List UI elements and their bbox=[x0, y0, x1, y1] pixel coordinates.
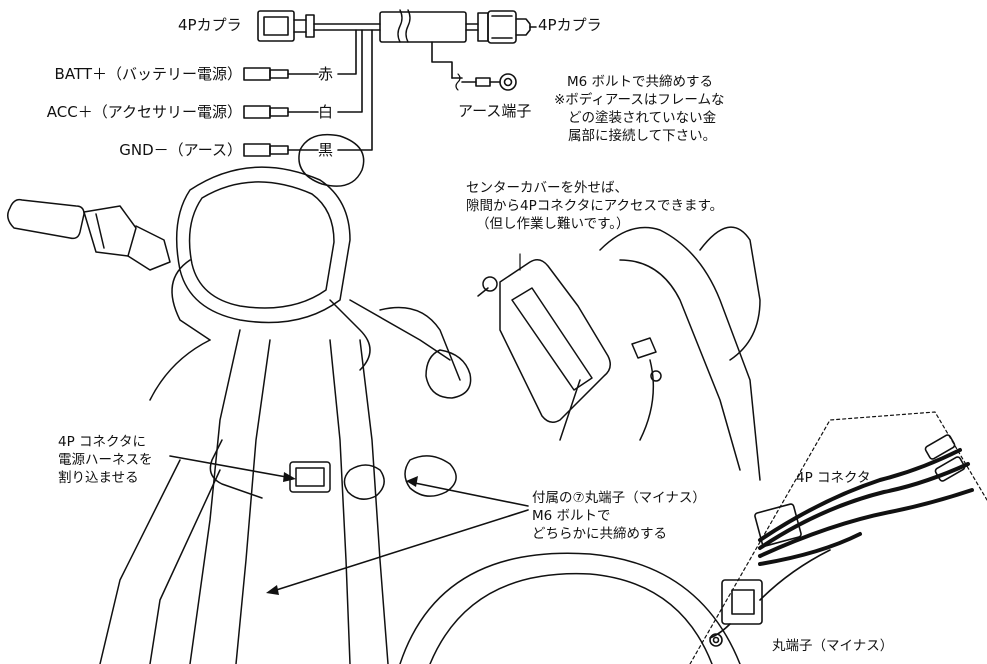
left-callout-1: 4P コネクタに bbox=[58, 434, 146, 450]
earth-terminal-label: アース端子 bbox=[458, 102, 532, 120]
batt-terminal-icon bbox=[243, 67, 319, 81]
left-callout-2: 電源ハーネスを bbox=[58, 452, 153, 468]
body-earth-note-3: 属部に接続して下さい。 bbox=[568, 128, 717, 144]
color-black-label: 黒 bbox=[318, 141, 334, 159]
bolt-note: M6 ボルトで共締めする bbox=[567, 74, 714, 90]
batt-label: BATT＋（バッテリー電源） bbox=[54, 65, 242, 83]
right-callout-1: 付属の⑦丸端子（マイナス） bbox=[532, 490, 706, 506]
right-coupler-label: 4Pカプラ bbox=[538, 16, 602, 34]
arrow-heads bbox=[266, 472, 418, 595]
earth-ring-terminal-icon bbox=[461, 73, 517, 91]
right-callout-3: どちらかに共締めする bbox=[532, 526, 667, 542]
center-cover-note-1: センターカバーを外せば、 bbox=[466, 180, 628, 196]
acc-terminal-icon bbox=[243, 105, 319, 119]
right-coupler-icon bbox=[477, 10, 537, 44]
leader-lines bbox=[169, 253, 529, 593]
inset-connector-label: 4P コネクタ bbox=[796, 470, 871, 486]
color-white-label: 白 bbox=[318, 103, 334, 121]
left-coupler-label: 4Pカプラ bbox=[178, 16, 242, 34]
motorcycle-illustration bbox=[7, 133, 741, 664]
inset-terminal-label: 丸端子（マイナス） bbox=[772, 638, 894, 654]
left-callout-3: 割り込ませる bbox=[58, 470, 139, 486]
center-cover-note-2: 隙間から4Pコネクタにアクセスできます。 bbox=[466, 198, 724, 214]
gnd-label: GND－（アース） bbox=[119, 141, 242, 159]
body-earth-note-1: ※ボディアースはフレームな bbox=[554, 92, 725, 108]
center-cover-note-3: （但し作業し難いです。） bbox=[476, 216, 630, 232]
right-callout-2: M6 ボルトで bbox=[532, 508, 611, 524]
acc-label: ACC＋（アクセサリー電源） bbox=[46, 103, 242, 121]
gnd-terminal-icon bbox=[243, 143, 319, 157]
color-red-label: 赤 bbox=[318, 65, 334, 83]
left-coupler-icon bbox=[257, 10, 315, 42]
center-cover-illustration bbox=[477, 226, 761, 481]
body-earth-note-2: どの塗装されていない金 bbox=[568, 110, 717, 126]
wiring-schematic bbox=[243, 9, 537, 157]
harness-inset bbox=[689, 411, 987, 664]
